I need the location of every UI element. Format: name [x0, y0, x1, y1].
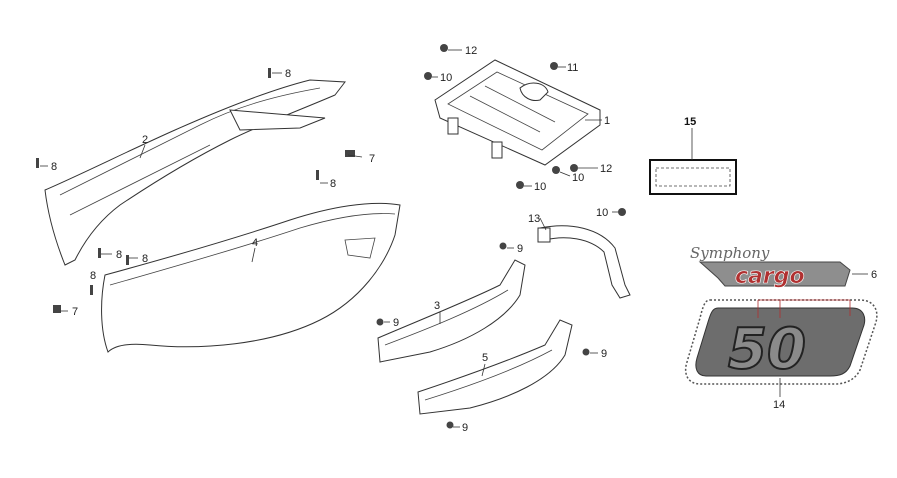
leader-lines: [40, 49, 868, 428]
callout-4: 4: [252, 237, 258, 249]
callout-10-right: 10: [596, 207, 608, 219]
callout-8-a: 8: [116, 249, 122, 261]
callout-9-d: 9: [462, 422, 468, 434]
decal-model-word: cargo: [735, 264, 805, 289]
callout-9-a: 9: [517, 243, 523, 255]
part-6-brand-decal: Symphony cargo: [690, 244, 851, 289]
callout-10-low: 10: [534, 181, 546, 193]
callout-8-b: 8: [142, 253, 148, 265]
callout-12-top: 12: [465, 45, 477, 57]
callout-9-b: 9: [393, 317, 399, 329]
decal-brand-script: Symphony: [690, 244, 770, 262]
part-15-label-plate: [649, 159, 737, 195]
part-14-number-decal: 50: [684, 299, 878, 385]
callout-14: 14: [773, 399, 785, 411]
callout-2: 2: [142, 134, 148, 146]
callout-12-right: 12: [600, 163, 612, 175]
callout-8-c: 8: [90, 270, 96, 282]
callout-3: 3: [434, 300, 440, 312]
part-2-upper-side-cover: [44, 79, 346, 266]
callout-9-c: 9: [601, 348, 607, 360]
part-3-rail-cover: [377, 259, 526, 363]
callout-11: 11: [567, 62, 578, 74]
callout-8-left: 8: [51, 161, 57, 173]
part-4-lower-side-cover: [101, 202, 401, 353]
fasteners: [36, 44, 626, 429]
callout-8-mid: 8: [330, 178, 336, 190]
decal-red-leaders: [757, 299, 851, 318]
part-5-rail-cover: [417, 319, 573, 415]
callout-7-mid: 7: [369, 153, 375, 165]
part-13-bracket: [537, 225, 631, 299]
callout-5: 5: [482, 352, 488, 364]
callout-10-mid: 10: [572, 172, 584, 184]
callout-8-top: 8: [285, 68, 291, 80]
decal-number: 50: [728, 317, 806, 382]
callout-1: 1: [604, 115, 610, 127]
callout-15: 15: [684, 116, 696, 128]
part-1-rear-rack: [434, 59, 601, 166]
callout-7-left: 7: [72, 306, 78, 318]
callout-6: 6: [871, 269, 877, 281]
callout-10-top: 10: [440, 72, 452, 84]
callout-13: 13: [528, 213, 540, 225]
